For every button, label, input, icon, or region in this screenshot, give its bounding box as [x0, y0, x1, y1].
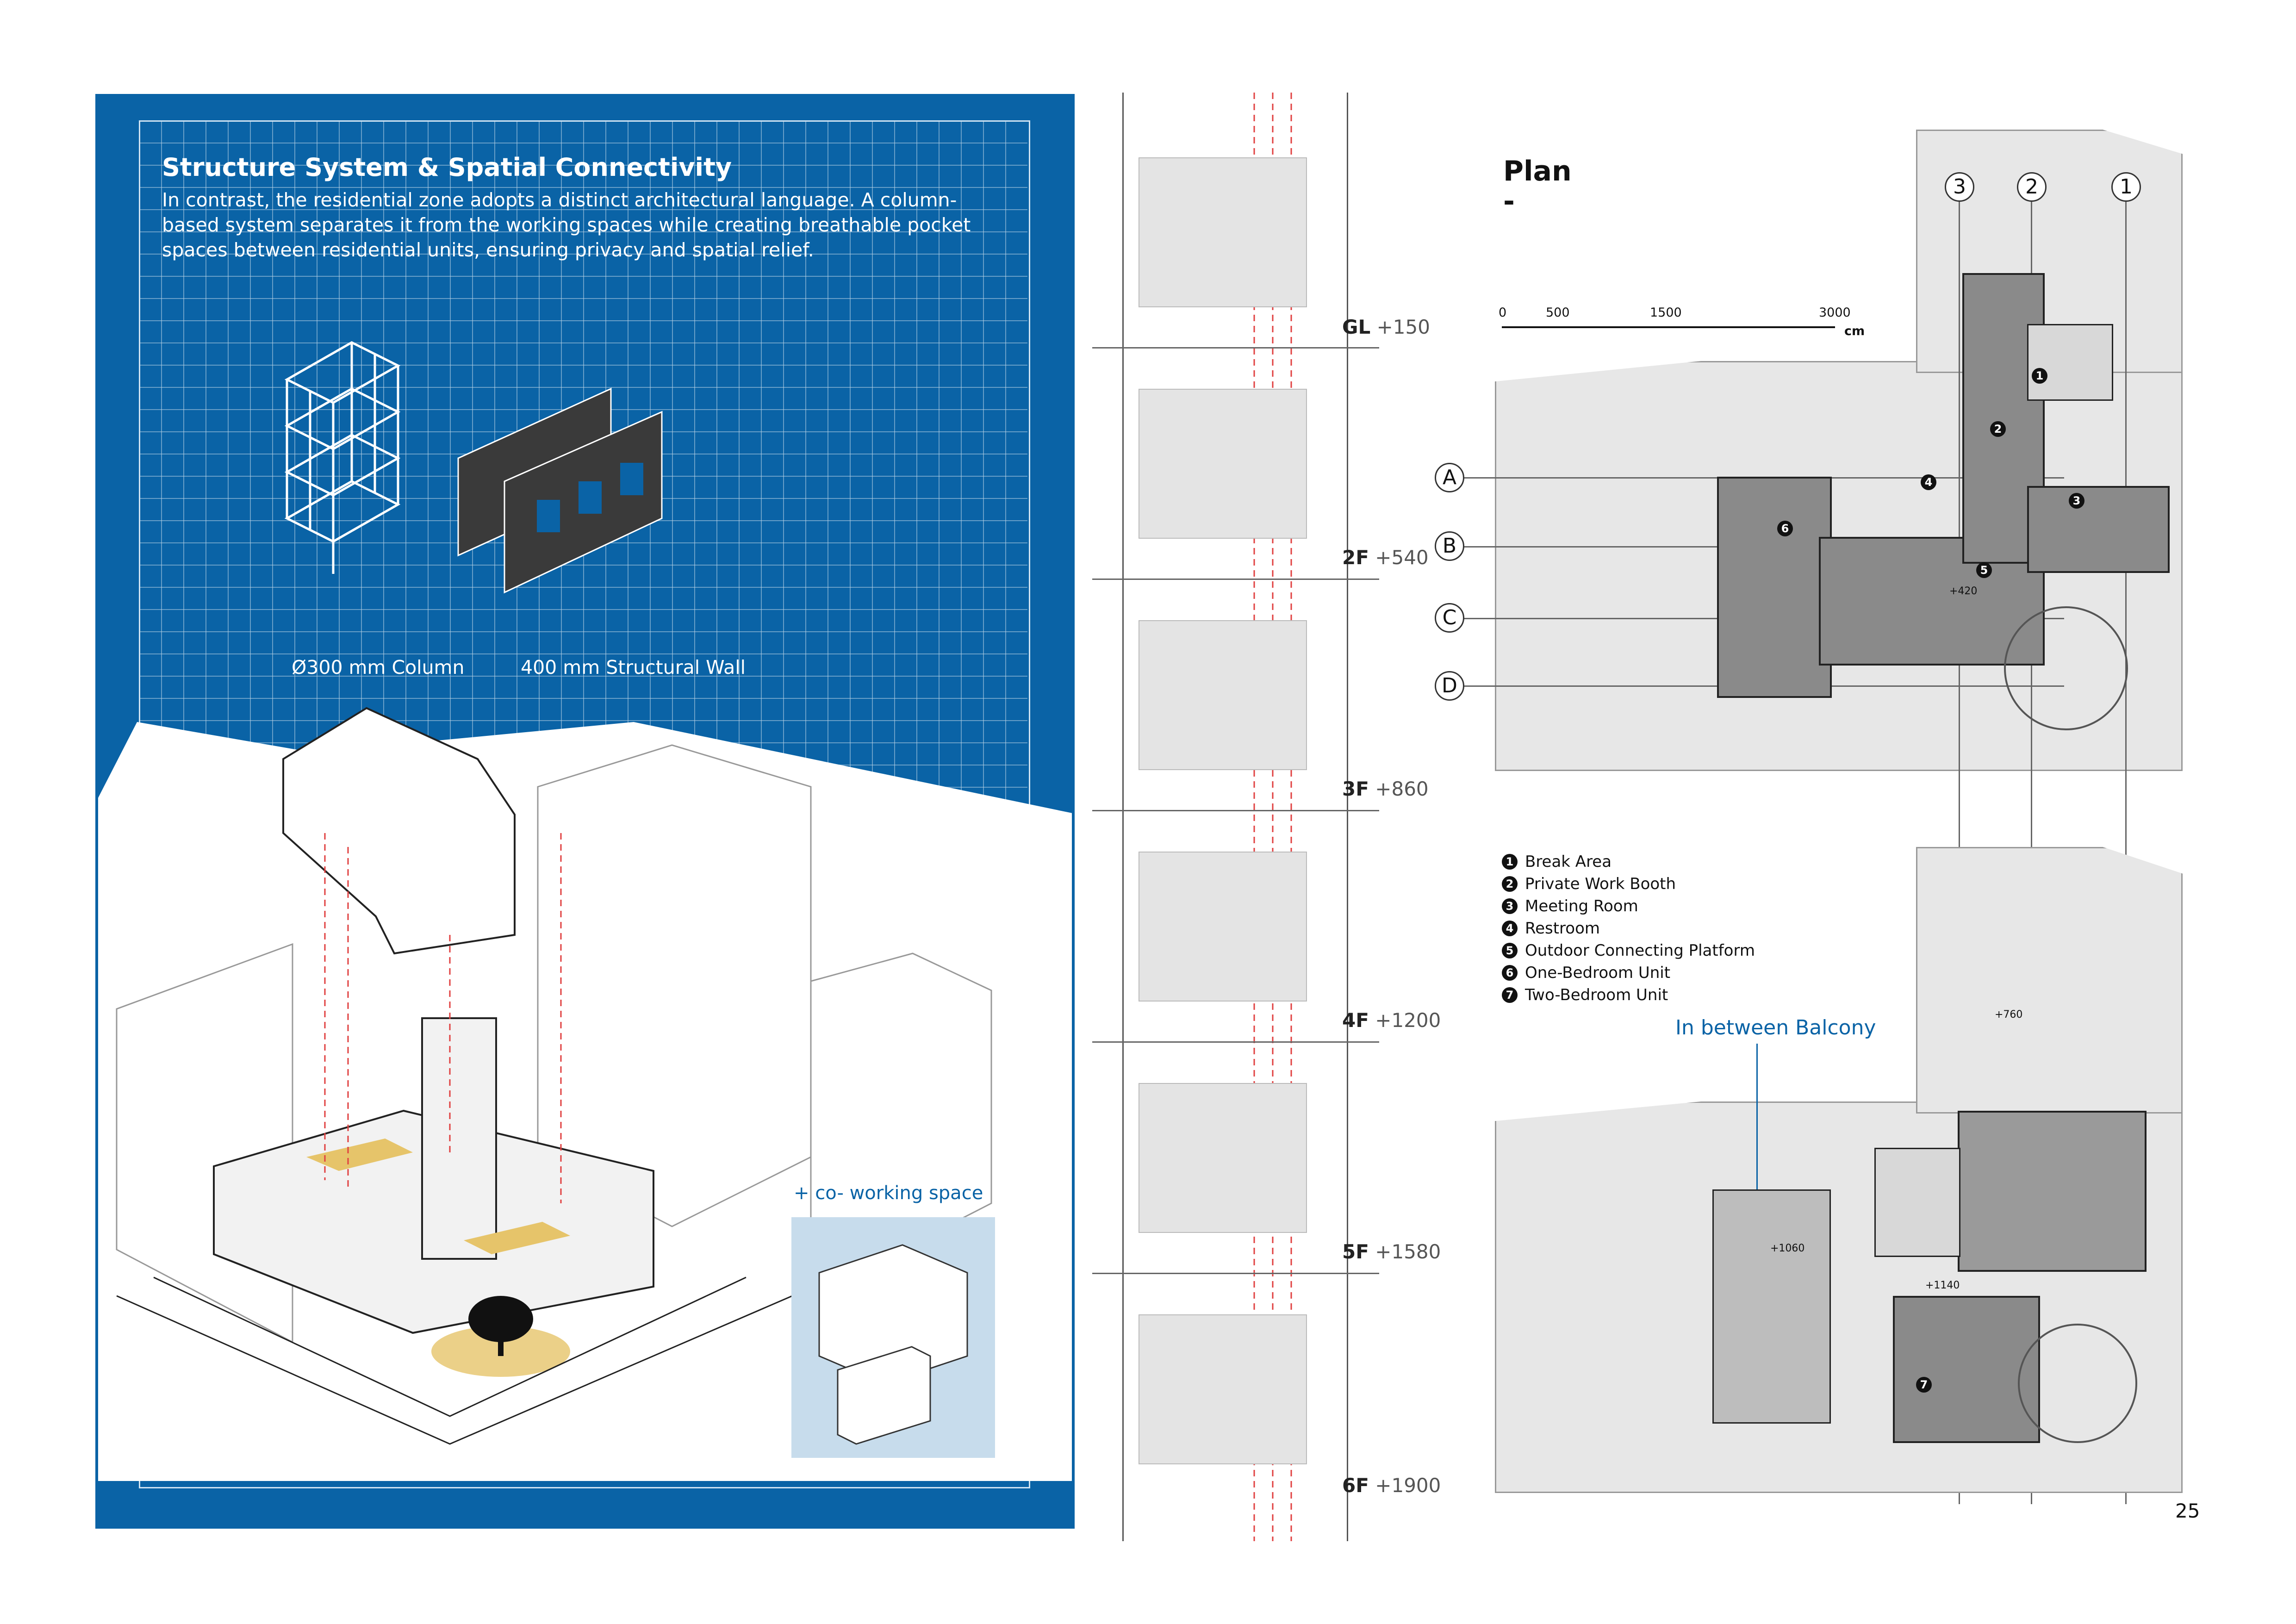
scale-tick: 3000: [1819, 305, 1851, 320]
scale-tick: 1500: [1650, 305, 1682, 320]
floor-label-6f: 6F +1900: [1342, 1474, 1441, 1497]
room-marker: 6: [1777, 521, 1793, 536]
coworking-inset: [791, 1217, 995, 1458]
level-marker: +420: [1949, 585, 1978, 597]
coworking-label: + co- working space: [794, 1182, 983, 1204]
site-outline: [116, 1276, 793, 1445]
axonometric-drawing: [116, 707, 992, 1445]
grid-axis-line-1: [2125, 194, 2127, 1504]
floor-label-2f: 2F +540: [1342, 546, 1429, 569]
grid-axis-1: 1: [2111, 172, 2141, 202]
floor-divider: [1092, 810, 1379, 811]
circular-courtyard-lower: [2018, 1324, 2137, 1443]
scale-bar: [1502, 326, 1835, 328]
meeting-room: [2027, 486, 2170, 573]
plan-subtitle: -: [1503, 185, 1515, 218]
floor-divider: [1092, 1041, 1379, 1043]
floor-divider: [1092, 347, 1379, 348]
page-number: 25: [2175, 1500, 2200, 1522]
grid-axis-c: C: [1435, 603, 1464, 633]
room-marker: 5: [1976, 562, 1992, 578]
level-marker: +1140: [1925, 1280, 1960, 1291]
scale-tick: 500: [1546, 305, 1570, 320]
room-marker: 1: [2032, 368, 2047, 384]
floor-divider: [1092, 1273, 1379, 1274]
column-frame: [284, 341, 401, 574]
floor-plan-6f: [1139, 1314, 1307, 1464]
structure-title: Structure System & Spatial Connectivity: [162, 153, 732, 182]
room-marker: 7: [1916, 1377, 1932, 1393]
strip-border-left: [1122, 93, 1124, 1541]
strip-border-right: [1347, 93, 1348, 1541]
wall-openings: [537, 463, 643, 532]
floor-plan-gl: [1139, 157, 1307, 307]
scale-tick: 0: [1499, 305, 1507, 320]
break-area-room: [2027, 324, 2113, 401]
two-bedroom-unit: [1893, 1296, 2040, 1443]
coworking-inset-drawing: [818, 1244, 968, 1445]
grid-axis-3: 3: [1945, 172, 1974, 202]
plan-title: Plan: [1503, 155, 1572, 187]
level-marker: +760: [1995, 1009, 2023, 1020]
exploded-structure-drawing: [284, 341, 663, 594]
section-cut-lines: [324, 833, 562, 1203]
grid-axis-a: A: [1435, 463, 1464, 492]
stair-core-lower: [1874, 1148, 1960, 1257]
floor-label-5f: 5F +1580: [1342, 1240, 1441, 1263]
floor-divider: [1092, 579, 1379, 580]
strip-section-lines: [1253, 93, 1292, 1541]
main-building: [213, 1017, 654, 1334]
balcony-label: In between Balcony: [1675, 1016, 1876, 1039]
scale-unit: cm: [1844, 324, 1865, 338]
floor-label-4f: 4F +1200: [1342, 1009, 1441, 1032]
floor-plan-5f: [1139, 1083, 1307, 1233]
floor-plan-2f: [1139, 389, 1307, 539]
floor-label-gl: GL +150: [1342, 316, 1430, 338]
room-marker: 2: [1990, 421, 2006, 437]
residential-unit-block: [1717, 477, 1832, 698]
grid-axis-b: B: [1435, 531, 1464, 561]
floor-plan-4f: [1139, 852, 1307, 1002]
in-between-balcony: [1712, 1189, 1831, 1424]
structure-description: In contrast, the residential zone adopts…: [162, 189, 971, 261]
floor-plan-3f: [1139, 620, 1307, 770]
tree: [468, 1296, 533, 1356]
room-marker: 3: [2069, 493, 2084, 509]
grid-axis-d: D: [1435, 671, 1464, 701]
site-plan-lower-north: [1916, 847, 2183, 1114]
level-marker: +1060: [1770, 1243, 1805, 1254]
grid-axis-2: 2: [2017, 172, 2047, 202]
upper-residential-block: [1958, 1111, 2147, 1272]
floor-label-3f: 3F +860: [1342, 778, 1429, 800]
balcony-leader-line: [1756, 1044, 1758, 1220]
column-caption: Ø300 mm Column: [292, 656, 465, 678]
circular-courtyard: [2004, 606, 2128, 730]
wall-caption: 400 mm Structural Wall: [521, 656, 746, 678]
lifted-residential-block: [282, 707, 516, 955]
room-marker: 4: [1921, 474, 1936, 490]
